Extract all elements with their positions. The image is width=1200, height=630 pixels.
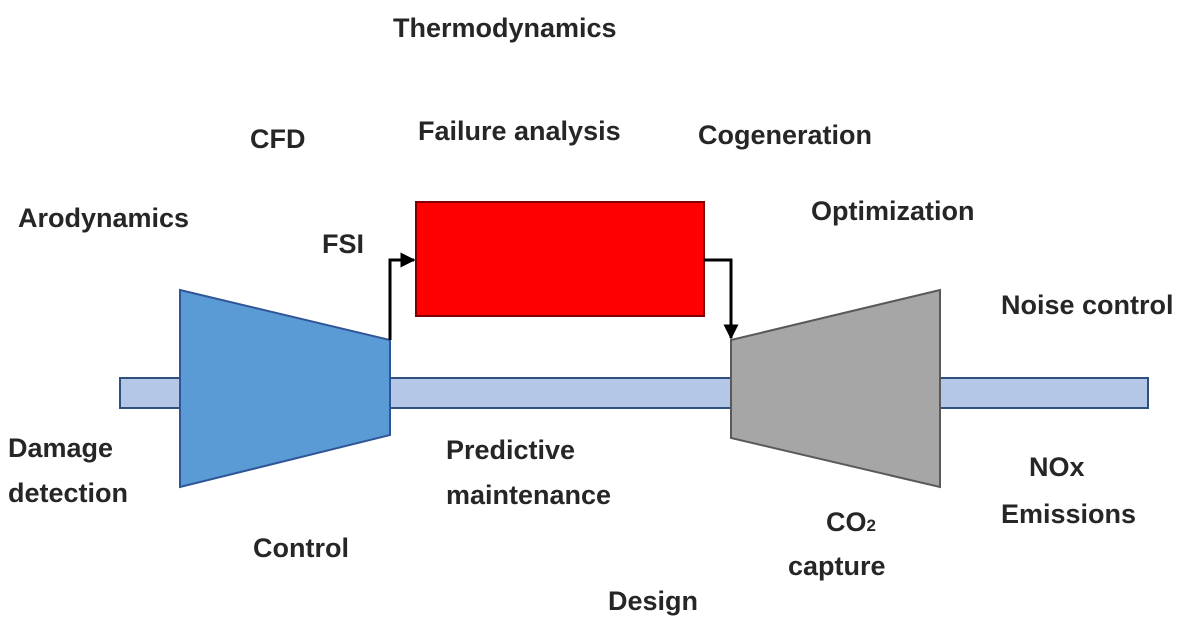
compressor-to-combustor-arrow: [388, 252, 416, 340]
label-thermodynamics: Thermodynamics: [393, 13, 617, 43]
label-predictive-maintenance-line1: Predictive: [446, 435, 576, 465]
label-failure-analysis: Failure analysis: [418, 116, 621, 146]
label-co2-line: CO2: [788, 506, 886, 542]
label-arodynamics: Arodynamics: [18, 203, 190, 233]
label-design: Design: [608, 586, 699, 616]
label-fsi: FSI: [322, 229, 365, 259]
label-noise-control: Noise control: [1001, 290, 1174, 320]
label-nox-emissions: NOx Emissions: [1001, 451, 1136, 531]
label-co2-co: CO: [826, 507, 867, 537]
label-cfd: CFD: [250, 124, 306, 154]
compressor: [179, 288, 391, 489]
combustor: [415, 201, 705, 317]
label-nox-emissions-line1: NOx: [1029, 452, 1085, 482]
label-damage-detection-line2: detection: [8, 478, 129, 508]
turbine: [730, 288, 941, 489]
label-cogeneration: Cogeneration: [698, 120, 873, 150]
label-co2-subscript: 2: [866, 516, 876, 535]
label-control: Control: [253, 533, 349, 563]
label-optimization: Optimization: [811, 196, 975, 226]
label-predictive-maintenance-line2: maintenance: [446, 480, 612, 510]
label-damage-detection: Damage detection: [8, 432, 128, 510]
combustor-to-turbine-arrow: [704, 258, 739, 340]
label-predictive-maintenance: Predictive maintenance: [446, 434, 611, 512]
label-damage-detection-line1: Damage: [8, 433, 114, 463]
label-nox-emissions-line2: Emissions: [1001, 499, 1137, 529]
label-co2-capture: CO2 capture: [788, 506, 886, 583]
label-co2-capture-word: capture: [788, 551, 886, 581]
